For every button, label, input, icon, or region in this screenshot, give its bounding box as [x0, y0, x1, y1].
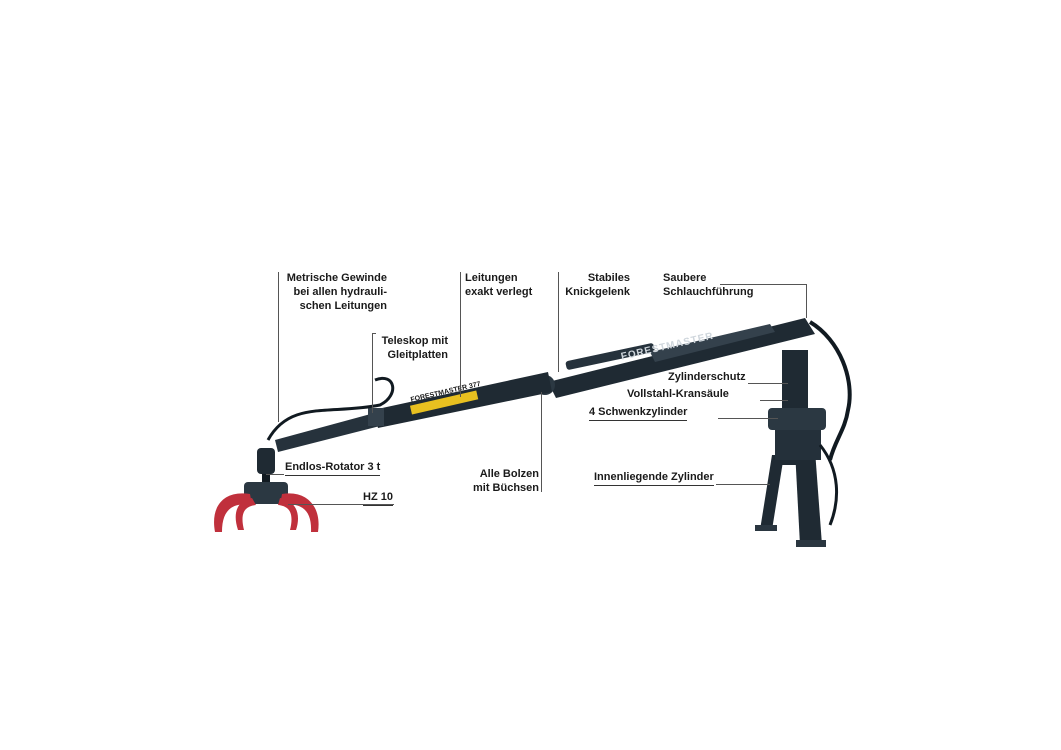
label-bolzen-line1: Alle Bolzen	[479, 468, 539, 480]
label-saubere-line2: Schlauchführung	[663, 286, 754, 298]
label-leitungen-line1: Leitungen	[465, 272, 518, 284]
column-leg-left	[760, 455, 784, 530]
main-boom-top-plate	[650, 324, 775, 362]
leader-endlos	[266, 474, 284, 475]
label-metrische-gewinde: Metrische Gewinde bei allen hydrauli- sc…	[280, 271, 387, 313]
telescope	[275, 412, 380, 452]
label-stabiles-line1: Stabiles	[587, 272, 630, 284]
grapple-jaw-left-inner	[235, 498, 256, 530]
column-foot-left	[755, 525, 777, 531]
column-leg-right	[795, 450, 822, 545]
leader-schwenk	[718, 418, 778, 419]
leader-teleskop-h	[372, 333, 376, 334]
boom-yellow-plate	[409, 390, 479, 415]
label-metrische-line2: bei allen hydrauli-	[293, 286, 387, 298]
leader-zylinderschutz	[748, 383, 788, 384]
slewing-ring	[768, 408, 826, 430]
label-bolzen: Alle Bolzen mit Büchsen	[465, 467, 539, 495]
rotator	[257, 448, 275, 474]
label-vollstahl: Vollstahl-Kransäule	[627, 388, 729, 400]
leader-stabiles	[558, 272, 559, 372]
leader-leitungen	[460, 272, 461, 397]
label-innenliegende: Innenliegende Zylinder	[594, 470, 714, 486]
leader-metrische	[278, 272, 279, 422]
grapple-jaw-right	[280, 493, 319, 532]
leader-innen	[716, 484, 770, 485]
label-stabiles-line2: Knickgelenk	[565, 286, 630, 298]
label-leitungen: Leitungen exakt verlegt	[465, 271, 532, 299]
leader-vollstahl	[760, 400, 788, 401]
leader-saubere-h	[720, 284, 806, 285]
leader-saubere	[806, 284, 807, 318]
slewing-cylinders	[775, 430, 821, 460]
label-teleskop: Teleskop mit Gleitplatten	[374, 334, 448, 362]
label-schwenkzylinder: 4 Schwenkzylinder	[589, 405, 688, 421]
grapple-jaw-right-inner	[278, 498, 299, 530]
leader-teleskop	[372, 333, 373, 413]
label-metrische-line1: Metrische Gewinde	[286, 272, 387, 284]
label-bolzen-line2: mit Büchsen	[472, 482, 539, 494]
label-zylinderschutz: Zylinderschutz	[668, 371, 746, 383]
label-leitungen-line2: exakt verlegt	[465, 286, 533, 298]
label-saubere-line1: Saubere	[663, 272, 707, 284]
leader-hz10	[288, 504, 394, 505]
slide-plates	[368, 408, 384, 426]
label-metrische-line3: schen Leitungen	[299, 300, 387, 312]
boom-hose	[266, 376, 395, 441]
column-hose-2	[818, 444, 839, 526]
column-hose	[808, 320, 852, 461]
rotator-link	[262, 474, 270, 484]
leader-bolzen	[541, 392, 542, 492]
column-foot-right	[796, 540, 826, 547]
label-teleskop-line1: Teleskop mit	[381, 335, 448, 347]
label-teleskop-line2: Gleitplatten	[387, 349, 448, 361]
main-boom-cylinder	[565, 343, 655, 370]
label-hz10: HZ 10	[363, 490, 393, 506]
grapple-head	[244, 482, 288, 504]
label-stabiles: Stabiles Knickgelenk	[560, 271, 630, 299]
label-endlos-rotator: Endlos-Rotator 3 t	[285, 460, 381, 476]
label-saubere: Saubere Schlauchführung	[663, 271, 753, 299]
grapple-jaw-left	[214, 493, 252, 532]
